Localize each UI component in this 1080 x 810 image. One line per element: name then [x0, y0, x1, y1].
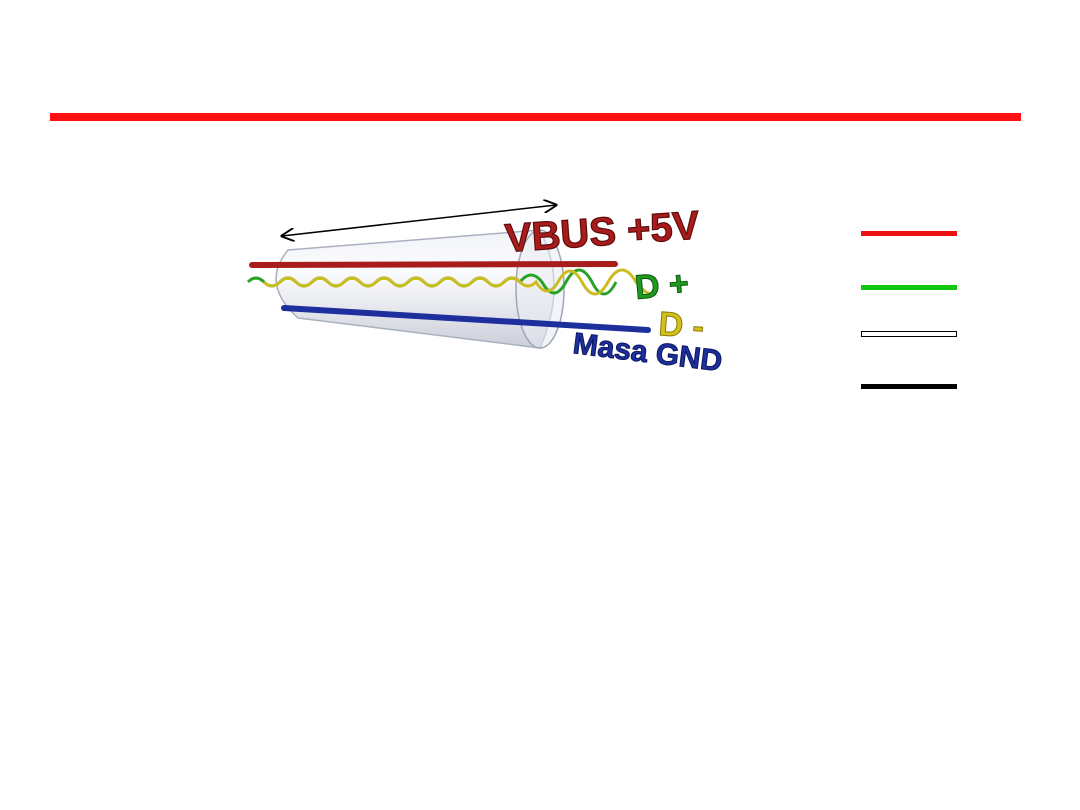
- ground-wire: [281, 305, 651, 333]
- legend-swatch-data-minus: [861, 331, 957, 337]
- title-rule: [50, 113, 1021, 121]
- data-plus-label: D +: [633, 264, 690, 307]
- legend-swatch-vbus: [861, 231, 957, 236]
- usb-cable-diagram: VBUS +5V D + D - Masa GND: [246, 190, 725, 379]
- vbus-wire: [249, 261, 618, 268]
- data-minus-wire: [262, 268, 657, 296]
- vbus-label: VBUS +5V: [504, 203, 701, 260]
- legend-swatch-data-plus: [861, 285, 957, 290]
- length-arrow: [282, 205, 556, 236]
- legend-swatch-ground: [861, 384, 957, 389]
- data-minus-label: D -: [657, 305, 705, 346]
